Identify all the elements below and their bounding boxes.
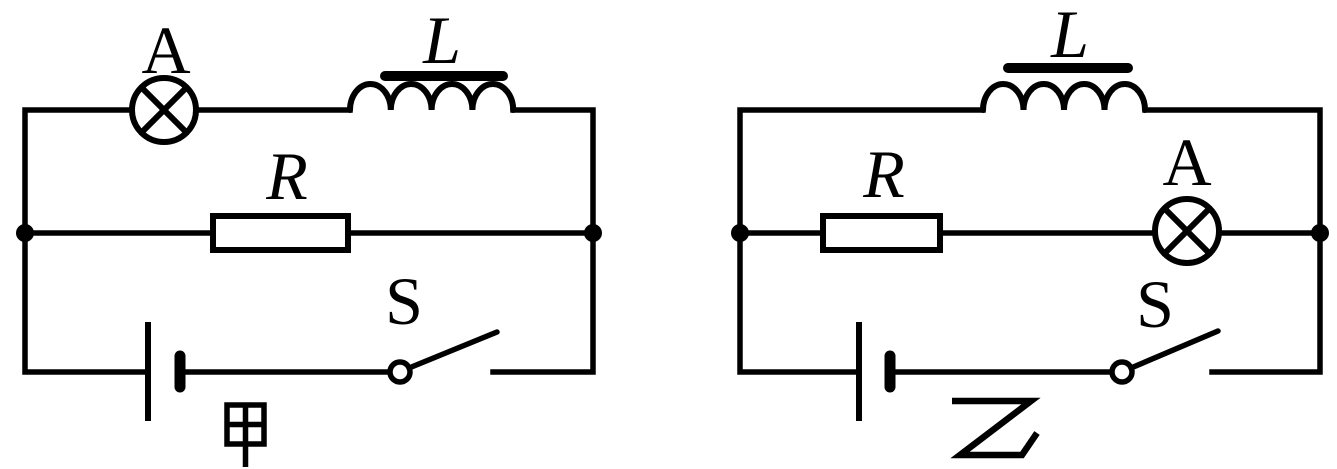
caption-yi-strokes (950, 397, 1041, 459)
junction-dot-left (731, 224, 749, 242)
switch-label: S (385, 263, 423, 339)
inductor-label: L (422, 2, 461, 78)
switch-label: S (1136, 266, 1174, 342)
circuit-jia: 甲 A L R S 甲 (16, 2, 602, 467)
resistor-body (820, 213, 943, 253)
caption-jia: 甲 (224, 402, 267, 467)
lamp-a-cross-icon (1161, 205, 1213, 257)
circuit-yi: 乙 L R A S 乙 (731, 0, 1329, 459)
resistor-label: R (862, 136, 905, 212)
resistor-body (210, 213, 351, 253)
inductor-label: L (1050, 0, 1089, 72)
inductor-coil (347, 81, 517, 113)
lamp-a-cross-icon (138, 84, 190, 136)
lamp-a-label: A (141, 12, 190, 88)
junction-dot-right (1311, 224, 1329, 242)
switch-lever (406, 329, 500, 371)
switch-pivot (387, 359, 413, 385)
resistor-label: R (265, 138, 308, 214)
switch-pivot (1109, 359, 1135, 385)
inductor-coil (980, 81, 1148, 113)
switch-lever (1128, 328, 1221, 371)
caption-jia-strokes (224, 402, 267, 467)
junction-dot-right (584, 224, 602, 242)
caption-yi: 乙 (950, 397, 1041, 459)
junction-dot-left (16, 224, 34, 242)
lamp-a-label: A (1162, 124, 1211, 200)
